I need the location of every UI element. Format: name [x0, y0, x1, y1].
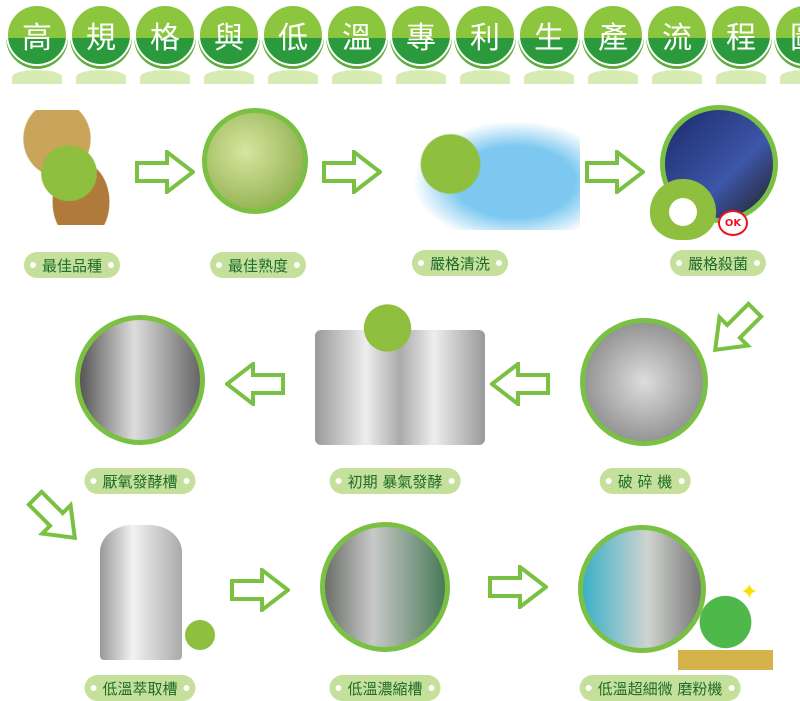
- step-label-grinder: 低溫超細微 磨粉機: [579, 675, 741, 701]
- arrow-down-right-icon: [26, 489, 78, 541]
- title-char: 專: [390, 4, 452, 84]
- step-label-sterilization: 嚴格殺菌: [669, 250, 767, 276]
- step-label-washing: 嚴格清洗: [411, 250, 509, 276]
- step-label-extraction-tank: 低溫萃取槽: [84, 675, 196, 701]
- step-label-best-variety: 最佳品種: [23, 252, 121, 278]
- step-label-aeration: 初期 暴氣發酵: [329, 468, 461, 494]
- title-char: 生: [518, 4, 580, 84]
- step-label-anaerobic-tank: 厭氧發酵槽: [84, 468, 196, 494]
- title-char: 產: [582, 4, 644, 84]
- crusher-image: [580, 318, 708, 446]
- mascot-washing-image: [395, 110, 580, 230]
- concentration-tank-image: [320, 522, 450, 652]
- ok-badge: OK: [718, 210, 748, 236]
- mascot-farmer-image: [15, 110, 135, 225]
- sparkle-icon: ✦: [740, 580, 759, 605]
- title-char: 與: [198, 4, 260, 84]
- title-char: 溫: [326, 4, 388, 84]
- title-char: 程: [710, 4, 772, 84]
- title-char: 高: [6, 4, 68, 84]
- title-char: 規: [70, 4, 132, 84]
- step-label-best-ripeness: 最佳熟度: [209, 252, 307, 278]
- noni-fruit-image: [202, 108, 308, 214]
- title-char: 低: [262, 4, 324, 84]
- arrow-right-icon: [585, 150, 645, 194]
- step-label-concentration-tank: 低溫濃縮槽: [329, 675, 441, 701]
- arrow-down-left-icon: [712, 301, 764, 353]
- arrow-left-icon: [490, 362, 550, 406]
- title-char: 圖: [774, 4, 800, 84]
- mascot-small-image: [185, 620, 215, 650]
- mascot-tank-image: [350, 292, 425, 352]
- mascot-powder-image: [678, 590, 773, 670]
- title-char: 利: [454, 4, 516, 84]
- step-label-crusher: 破 碎 機: [599, 468, 691, 494]
- anaerobic-tank-image: [75, 315, 205, 445]
- page-title: 高規格與低溫專利生產流程圖: [6, 4, 800, 84]
- extraction-tank-image: [100, 525, 182, 660]
- mascot-mask-image: [648, 170, 718, 240]
- title-char: 流: [646, 4, 708, 84]
- title-char: 格: [134, 4, 196, 84]
- arrow-right-icon: [322, 150, 382, 194]
- arrow-right-icon: [488, 565, 548, 609]
- arrow-right-icon: [135, 150, 195, 194]
- arrow-left-icon: [225, 362, 285, 406]
- arrow-right-icon: [230, 568, 290, 612]
